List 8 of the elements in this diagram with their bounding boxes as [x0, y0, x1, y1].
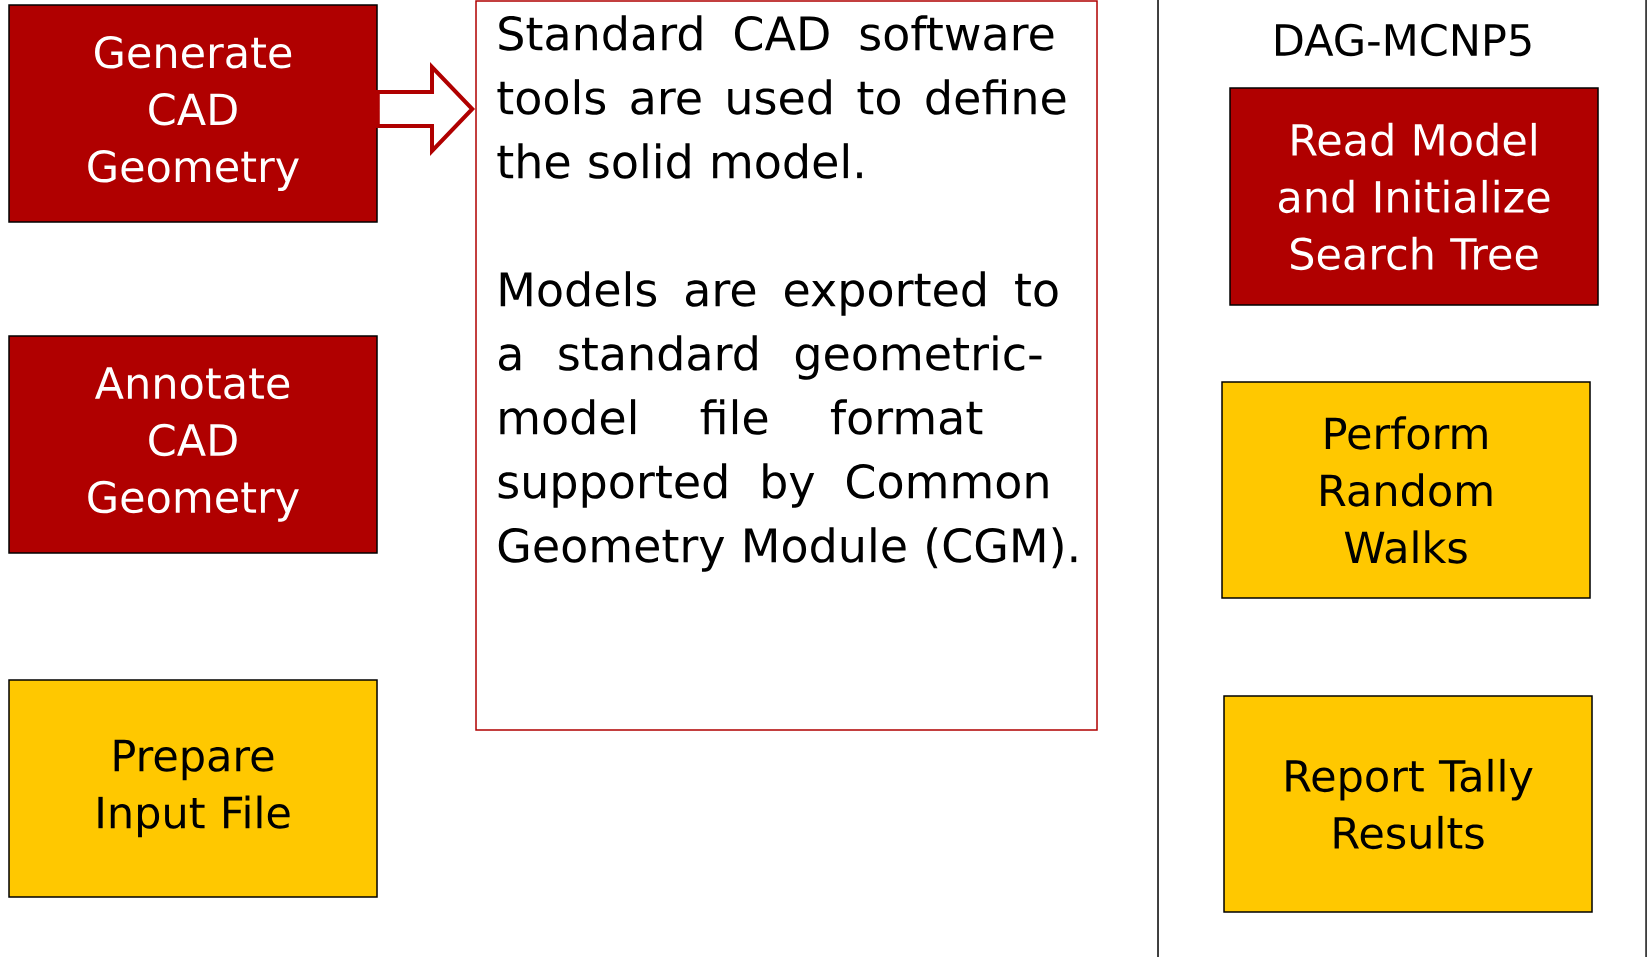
process-box: Prepare Input File [8, 679, 378, 898]
text-box: Standard CAD software tools are used to define the solid model. Models are exported to a standard geometric-model file format supported by Common Geometry Module (CGM). [475, 0, 1098, 731]
process-box: Generate CAD Geometry [8, 4, 378, 223]
process-box: Perform Random Walks [1221, 381, 1591, 599]
block-arrow [375, 62, 476, 156]
process-box: Report Tally Results [1223, 695, 1593, 913]
process-box: Read Model and Initialize Search Tree [1229, 87, 1599, 306]
process-box: Annotate CAD Geometry [8, 335, 378, 554]
